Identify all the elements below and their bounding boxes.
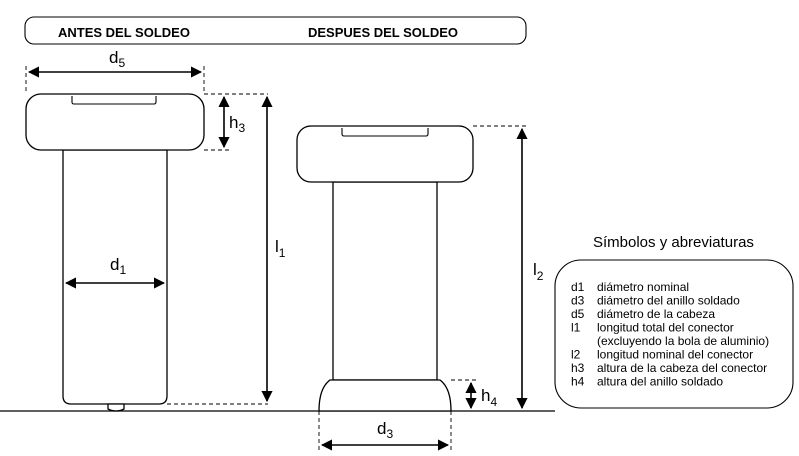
stud-before-welding: d5 h3 l1 d1 <box>25 48 286 412</box>
l1-label: l1 <box>275 237 286 260</box>
legend-rows: d1 diámetro nominal d3 diámetro del anillo … <box>571 280 769 389</box>
header-after-label: DESPUES DEL SOLDEO <box>308 25 458 40</box>
d5-label: d5 <box>109 48 125 70</box>
legend-description-h3: altura de la cabeza del conector <box>597 361 767 375</box>
header-frame <box>24 16 527 45</box>
legend-description-l1: longitud total del conector <box>597 321 734 335</box>
legend-description-h4: altura del anillo soldado <box>597 375 723 389</box>
header-before-label: ANTES DEL SOLDEO <box>58 25 190 40</box>
stud-shaft-after <box>332 181 438 381</box>
legend-title: Símbolos y abreviaturas <box>593 234 754 251</box>
stud-head-before <box>25 93 205 151</box>
legend-code-d3: d3 <box>571 294 585 308</box>
legend-code-h3: h3 <box>571 361 585 375</box>
legend-description-continued: (excluyendo la bola de aluminio) <box>597 334 769 348</box>
legend-code-h4: h4 <box>571 375 585 389</box>
legend: Símbolos y abreviaturas d1 diámetro nomin… <box>554 234 794 409</box>
head-marking-before <box>71 96 157 105</box>
head-marking-after <box>341 128 429 137</box>
legend-description-d5: diámetro de la cabeza <box>597 307 715 321</box>
legend-code-l2: l2 <box>571 348 581 362</box>
legend-description-d1: diámetro nominal <box>597 280 689 294</box>
aluminium-ball <box>107 403 125 412</box>
legend-code-d1: d1 <box>571 280 585 294</box>
stud-after-welding: l2 h4 d3 <box>296 125 544 451</box>
stud-shaft-before <box>62 149 168 405</box>
legend-code-d5: d5 <box>571 307 585 321</box>
h4-label: h4 <box>481 386 497 409</box>
d1-label: d1 <box>110 255 126 277</box>
l2-label: l2 <box>533 260 544 283</box>
header-bar: ANTES DEL SOLDEO DESPUES DEL SOLDEO <box>24 16 527 45</box>
h3-label: h3 <box>229 113 245 135</box>
legend-description-d3: diámetro del anillo soldado <box>597 294 740 308</box>
d3-label: d3 <box>377 419 393 441</box>
legend-code-l1: l1 <box>571 321 581 335</box>
stud-head-after <box>296 125 474 183</box>
legend-box <box>554 259 794 409</box>
weld-ring <box>318 379 452 412</box>
legend-description-l2: longitud nominal del conector <box>597 348 753 362</box>
